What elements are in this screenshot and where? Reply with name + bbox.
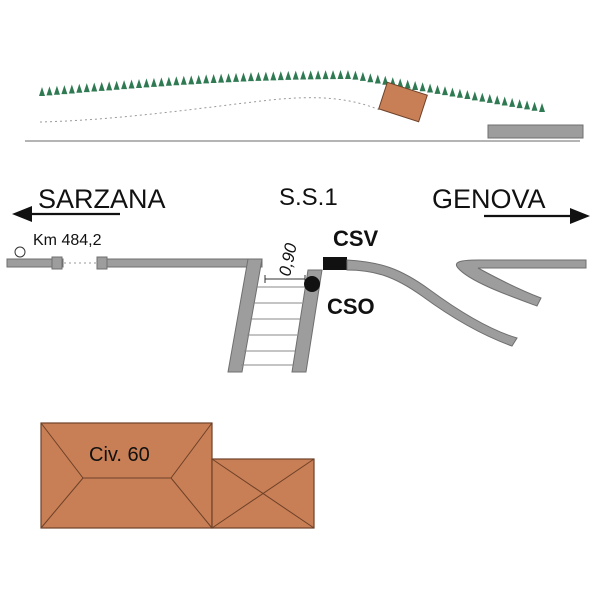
tree-icon xyxy=(494,95,501,105)
tree-icon xyxy=(83,83,90,93)
tree-icon xyxy=(516,99,523,109)
dimension-label: 0,90 xyxy=(275,241,301,278)
tree-icon xyxy=(344,70,351,80)
stair-steps xyxy=(241,286,305,366)
tree-icon xyxy=(165,76,172,86)
west-arrowhead-icon xyxy=(12,206,32,222)
slip-road-east xyxy=(455,259,587,307)
tree-icon xyxy=(404,79,411,89)
tree-icon xyxy=(524,100,531,110)
road-label: S.S.1 xyxy=(279,184,338,211)
tree-icon xyxy=(158,77,165,87)
road-marker-block xyxy=(51,256,63,270)
stair-left-wall xyxy=(227,258,263,373)
tree-icon xyxy=(68,84,75,94)
tree-icon xyxy=(539,103,545,112)
tree-icon xyxy=(486,93,493,103)
tree-icon xyxy=(143,78,150,88)
tree-icon xyxy=(53,85,60,95)
tree-icon xyxy=(173,76,180,86)
tree-icon xyxy=(136,78,143,88)
tree-icon xyxy=(412,80,419,90)
tree-icon xyxy=(61,85,68,95)
west-destination-label: SARZANA xyxy=(38,184,166,214)
tree-icon xyxy=(233,72,240,82)
tree-icon xyxy=(46,86,53,96)
tree-icon xyxy=(464,90,471,100)
building-annex xyxy=(211,458,315,529)
building-label: Civ. 60 xyxy=(89,444,150,466)
km-marker-icon xyxy=(14,246,26,258)
curved-road-east xyxy=(346,259,518,347)
tree-icon xyxy=(150,77,157,87)
tree-icon xyxy=(427,83,434,93)
tree-icon xyxy=(91,82,98,92)
tree-icon xyxy=(285,70,292,80)
tree-icon xyxy=(397,78,404,88)
tree-icon xyxy=(367,73,374,83)
tree-icon xyxy=(106,81,113,91)
road-segment-west-2 xyxy=(106,258,263,268)
tree-icon xyxy=(218,73,225,83)
cso-marker-icon xyxy=(304,276,320,292)
tree-icon xyxy=(255,71,262,81)
tree-icon xyxy=(76,83,83,93)
tree-icon xyxy=(121,80,128,90)
tree-icon xyxy=(270,71,277,81)
km-marker-label: Km 484,2 xyxy=(33,232,102,249)
tree-icon xyxy=(300,70,307,80)
tree-icon xyxy=(374,74,381,84)
tree-icon xyxy=(531,101,538,111)
tree-icon xyxy=(113,80,120,90)
tree-icon xyxy=(509,97,516,107)
east-destination-label: GENOVA xyxy=(432,184,546,214)
east-arrowhead-icon xyxy=(570,208,590,224)
tree-row xyxy=(39,70,545,112)
concrete-pad xyxy=(487,124,584,139)
csv-marker-icon xyxy=(323,257,347,270)
tree-icon xyxy=(315,70,322,80)
tree-icon xyxy=(98,81,105,91)
tree-icon xyxy=(262,71,269,81)
tree-icon xyxy=(195,74,202,84)
building-civ-60 xyxy=(40,422,213,529)
footpath xyxy=(39,97,381,123)
tree-icon xyxy=(359,71,366,81)
cso-label: CSO xyxy=(327,294,375,319)
hut xyxy=(378,81,428,123)
tree-icon xyxy=(501,96,508,106)
csv-label: CSV xyxy=(333,226,379,251)
tree-icon xyxy=(203,74,210,84)
tree-icon xyxy=(337,70,344,80)
tree-icon xyxy=(292,70,299,80)
tree-icon xyxy=(240,72,247,82)
tree-icon xyxy=(449,87,456,97)
tree-icon xyxy=(471,91,478,101)
tree-icon xyxy=(330,70,337,80)
tree-icon xyxy=(188,75,195,85)
tree-icon xyxy=(247,72,254,82)
stair-right-wall xyxy=(291,269,323,373)
tree-icon xyxy=(39,87,45,96)
tree-icon xyxy=(277,71,284,81)
tree-icon xyxy=(225,73,232,83)
tree-icon xyxy=(322,70,329,80)
tree-icon xyxy=(456,88,463,98)
tree-icon xyxy=(419,82,426,92)
tree-icon xyxy=(434,84,441,94)
tree-icon xyxy=(307,70,314,80)
tree-icon xyxy=(441,86,448,96)
road-marker-block xyxy=(96,256,108,270)
tree-icon xyxy=(352,70,359,80)
road-segment-west-1 xyxy=(6,258,64,268)
tree-icon xyxy=(128,79,135,89)
tree-icon xyxy=(479,92,486,102)
tree-icon xyxy=(210,74,217,84)
tree-icon xyxy=(180,75,187,85)
